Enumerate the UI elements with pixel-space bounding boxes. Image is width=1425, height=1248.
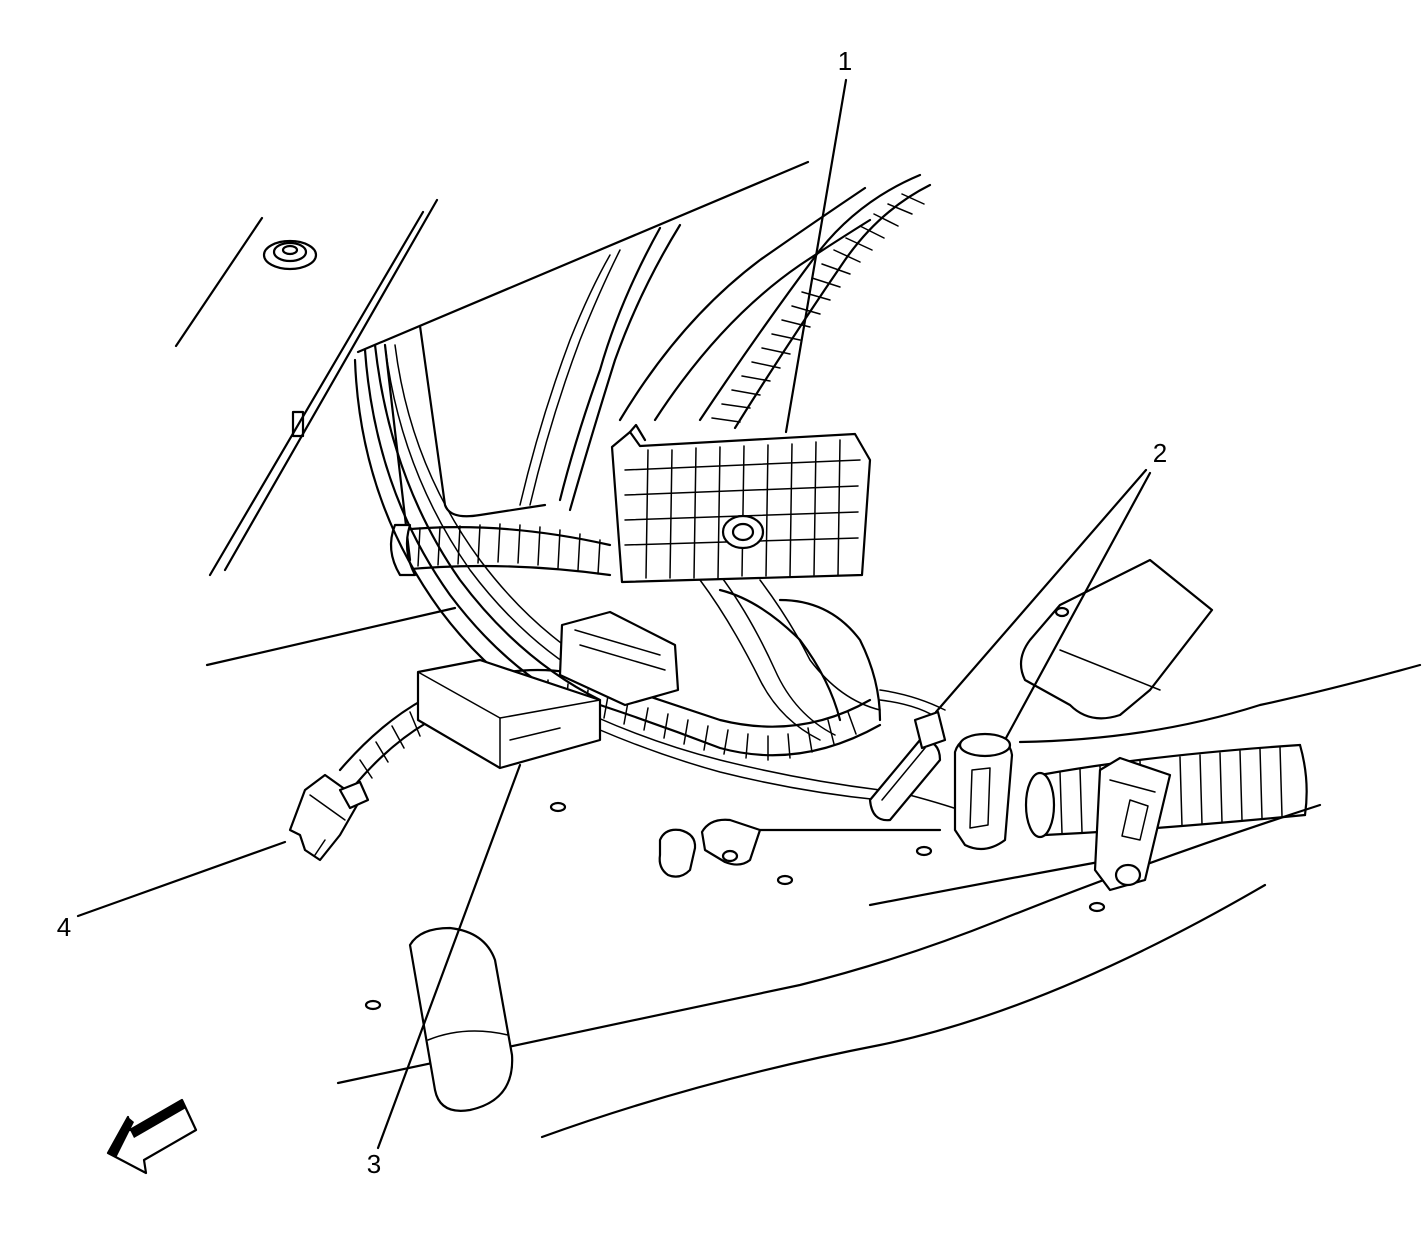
- connector-2b: [953, 732, 1014, 851]
- leader-line-4: [76, 840, 287, 918]
- harness-clip: [1093, 756, 1172, 892]
- pigtail-connector-4: [288, 773, 370, 862]
- callout-label-2: 2: [1153, 438, 1167, 468]
- large-connector: [610, 423, 872, 584]
- leader-lines: [76, 78, 1152, 1150]
- leader-line-1: [784, 78, 848, 434]
- spiral-harness-upper: [698, 173, 932, 430]
- leader-line-2b: [1004, 471, 1152, 740]
- ground-terminal: [658, 818, 942, 878]
- connector-3: [416, 610, 680, 770]
- body-panel-outlines: [174, 160, 1422, 1139]
- connector-2a: [868, 710, 947, 822]
- leader-line-2a: [934, 468, 1148, 714]
- spiral-harness-middle: [389, 523, 612, 577]
- callout-label-4: 4: [57, 912, 71, 942]
- forward-direction-arrow-icon: [106, 1098, 198, 1175]
- callout-label-3: 3: [367, 1149, 381, 1179]
- leader-line-3: [376, 763, 522, 1150]
- callout-label-1: 1: [838, 46, 852, 76]
